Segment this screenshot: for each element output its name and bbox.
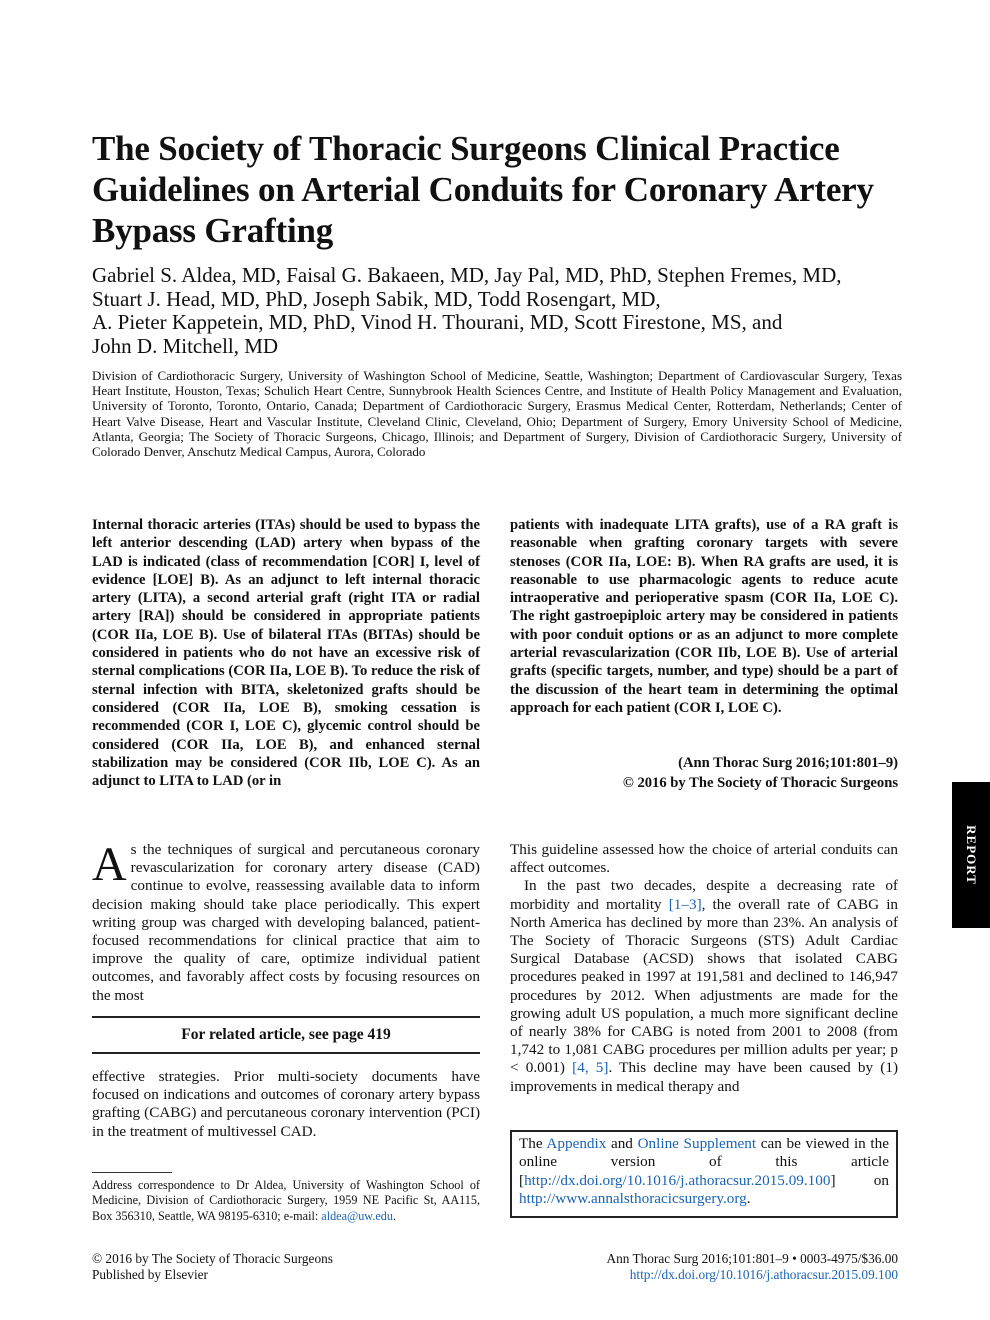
reference-link-1-3[interactable]: [1–3] <box>668 895 702 913</box>
abstract-citation: (Ann Thorac Surg 2016;101:801–9) © 2016 … <box>623 753 898 793</box>
affiliations: Division of Cardiothoracic Surgery, Univ… <box>92 368 902 460</box>
footer-right: Ann Thorac Surg 2016;101:801–9 • 0003-49… <box>606 1251 898 1282</box>
author-line: Gabriel S. Aldea, MD, Faisal G. Bakaeen,… <box>92 263 842 287</box>
drop-cap: A <box>92 838 127 891</box>
box-text: ] on <box>830 1171 889 1189</box>
footnote-divider <box>92 1172 172 1173</box>
correspondence-footnote: Address correspondence to Dr Aldea, Univ… <box>92 1178 480 1224</box>
footer-journal-ref: Ann Thorac Surg 2016;101:801–9 • 0003-49… <box>606 1251 898 1266</box>
footer-doi-link[interactable]: http://dx.doi.org/10.1016/j.athoracsur.2… <box>629 1266 898 1282</box>
email-link[interactable]: aldea@uw.edu <box>321 1208 393 1223</box>
body-text: In the past two decades, despite a decre… <box>510 877 898 913</box>
author-line: A. Pieter Kappetein, MD, PhD, Vinod H. T… <box>92 310 783 334</box>
box-text: and <box>606 1135 638 1152</box>
body-text: . This decline may have been caused by (… <box>510 1059 899 1095</box>
appendix-link[interactable]: Appendix <box>546 1135 607 1152</box>
abstract-left-column: Internal thoracic arteries (ITAs) should… <box>92 517 480 790</box>
body-text: , the overall rate of CABG in North Amer… <box>510 895 899 1059</box>
journal-site-link[interactable]: http://www.annalsthoracicsurgery.org <box>519 1189 747 1207</box>
box-text: The <box>519 1135 547 1152</box>
author-list: Gabriel S. Aldea, MD, Faisal G. Bakaeen,… <box>92 263 922 358</box>
intro-continued-text: effective strategies. Prior multi-societ… <box>92 1068 480 1140</box>
body-right-column: This guideline assessed how the choice o… <box>510 841 898 1096</box>
article-title: The Society of Thoracic Surgeons Clinica… <box>92 129 874 250</box>
doi-link[interactable]: http://dx.doi.org/10.1016/j.athoracsur.2… <box>524 1171 831 1189</box>
body-paragraph-1: This guideline assessed how the choice o… <box>510 841 898 877</box>
report-tab-label: REPORT <box>964 825 979 885</box>
online-supplement-box: The Appendix and Online Supplement can b… <box>510 1130 898 1218</box>
related-article-box[interactable]: For related article, see page 419 <box>92 1016 480 1054</box>
box-text: can be viewed in the online version of t… <box>519 1135 889 1189</box>
author-line: Stuart J. Head, MD, PhD, Joseph Sabik, M… <box>92 286 661 311</box>
journal-citation: (Ann Thorac Surg 2016;101:801–9) <box>678 755 898 771</box>
footnote-text: Address correspondence to Dr Aldea, Univ… <box>92 1178 480 1223</box>
footnote-end: . <box>392 1208 397 1223</box>
abstract-right-column: patients with inadequate LITA grafts), u… <box>510 517 898 716</box>
abstract-copyright: © 2016 by The Society of Thoracic Surgeo… <box>622 775 898 791</box>
author-line: John D. Mitchell, MD <box>92 333 279 358</box>
online-supplement-link[interactable]: Online Supplement <box>637 1135 757 1152</box>
body-paragraph-2: In the past two decades, despite a decre… <box>510 877 898 1095</box>
intro-left-continued: effective strategies. Prior multi-societ… <box>92 1068 480 1141</box>
reference-link-4-5[interactable]: [4, 5] <box>572 1059 609 1077</box>
footer-left: © 2016 by The Society of Thoracic Surgeo… <box>92 1251 333 1282</box>
p-value: p < 0.001) <box>510 1041 898 1077</box>
footer-publisher: Published by Elsevier <box>92 1266 208 1282</box>
footer-copyright: © 2016 by The Society of Thoracic Surgeo… <box>92 1251 333 1266</box>
intro-text: s the techniques of surgical and percuta… <box>92 841 480 1004</box>
box-text: . <box>746 1189 751 1207</box>
report-side-tab: REPORT <box>952 782 990 928</box>
